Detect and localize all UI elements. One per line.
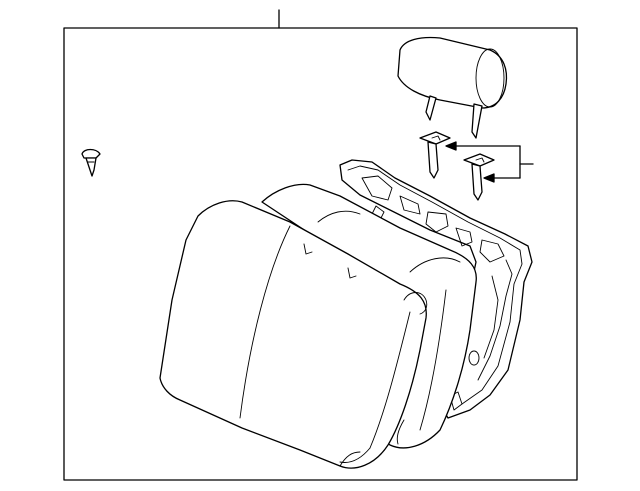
- seat-back-pad: [261, 183, 477, 449]
- guide-callout-bracket: [445, 141, 534, 183]
- headrest-guide-upper: [419, 131, 451, 179]
- push-retainer-clip: [81, 148, 101, 177]
- arrow-to-lower-guide: [483, 173, 495, 183]
- arrow-to-upper-guide: [445, 141, 457, 151]
- seat-back-frame: [339, 159, 533, 419]
- headrest-guide-lower: [463, 153, 495, 201]
- seat-back-cover: [159, 200, 428, 469]
- diagram-border: [63, 27, 578, 481]
- headrest: [397, 36, 508, 139]
